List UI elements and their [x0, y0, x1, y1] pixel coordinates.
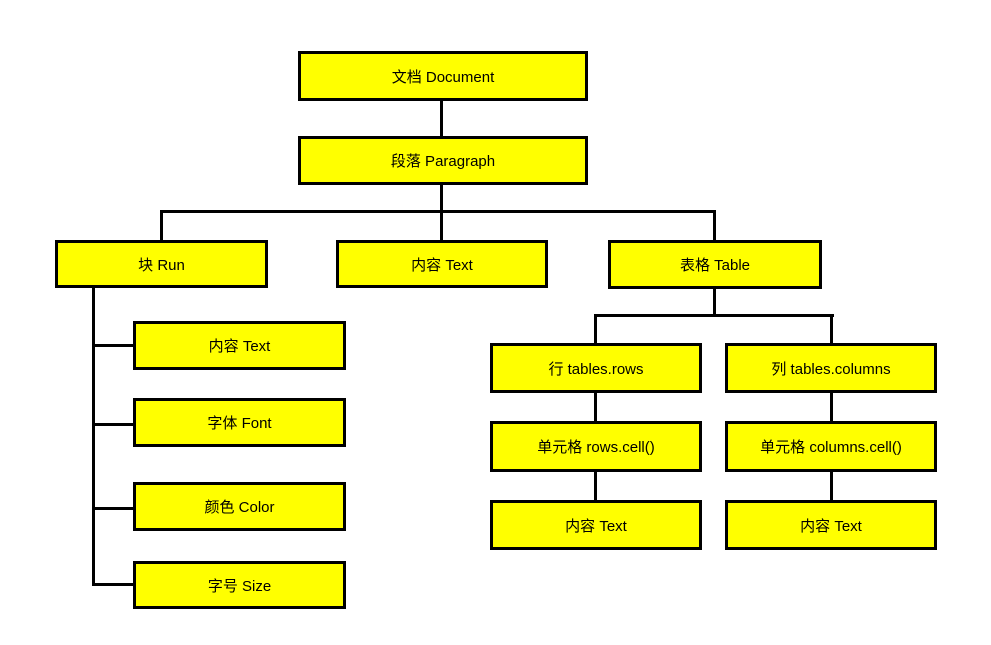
- node-table-rows: 行 tables.rows: [490, 343, 702, 393]
- node-rows-cell: 单元格 rows.cell(): [490, 421, 702, 472]
- node-label: 单元格 columns.cell(): [760, 439, 902, 456]
- connector-segment: [830, 314, 833, 343]
- connector-segment: [160, 210, 163, 240]
- node-run: 块 Run: [55, 240, 268, 288]
- node-paragraph: 段落 Paragraph: [298, 136, 588, 185]
- connector-segment: [92, 344, 135, 347]
- node-label: 单元格 rows.cell(): [537, 439, 655, 456]
- connector-segment: [92, 423, 135, 426]
- connector-segment: [830, 393, 833, 421]
- connector-segment: [92, 583, 135, 586]
- connector-segment: [92, 288, 95, 586]
- connector-segment: [594, 393, 597, 421]
- node-table: 表格 Table: [608, 240, 822, 289]
- connector-segment: [594, 314, 834, 317]
- connector-segment: [713, 289, 716, 316]
- connector-segment: [92, 507, 135, 510]
- connector-segment: [830, 472, 833, 500]
- connector-segment: [594, 314, 597, 343]
- node-label: 内容 Text: [208, 338, 271, 355]
- node-label: 颜色 Color: [204, 499, 275, 516]
- node-label: 字体 Font: [207, 415, 272, 432]
- node-label: 表格 Table: [679, 257, 751, 274]
- node-run-font: 字体 Font: [133, 398, 346, 447]
- connector-segment: [440, 101, 443, 136]
- node-label: 字号 Size: [207, 577, 272, 595]
- node-text: 内容 Text: [336, 240, 548, 288]
- node-run-text: 内容 Text: [133, 321, 346, 370]
- node-label: 内容 Text: [565, 517, 627, 535]
- node-table-columns: 列 tables.columns: [725, 343, 937, 393]
- connector-segment: [713, 210, 716, 240]
- node-label: 段落 Paragraph: [390, 153, 496, 170]
- node-columns-text: 内容 Text: [725, 500, 937, 550]
- connector-segment: [160, 210, 716, 213]
- node-label: 文档 Document: [391, 68, 495, 86]
- node-label: 行 tables.rows: [548, 360, 644, 378]
- node-run-size: 字号 Size: [133, 561, 346, 609]
- node-label: 列 tables.columns: [771, 360, 891, 378]
- node-label: 块 Run: [138, 256, 185, 274]
- node-label: 内容 Text: [800, 517, 862, 535]
- node-run-color: 颜色 Color: [133, 482, 346, 531]
- node-document: 文档 Document: [298, 51, 588, 101]
- node-rows-text: 内容 Text: [490, 500, 702, 550]
- node-columns-cell: 单元格 columns.cell(): [725, 421, 937, 472]
- node-label: 内容 Text: [411, 256, 473, 274]
- connector-segment: [594, 472, 597, 500]
